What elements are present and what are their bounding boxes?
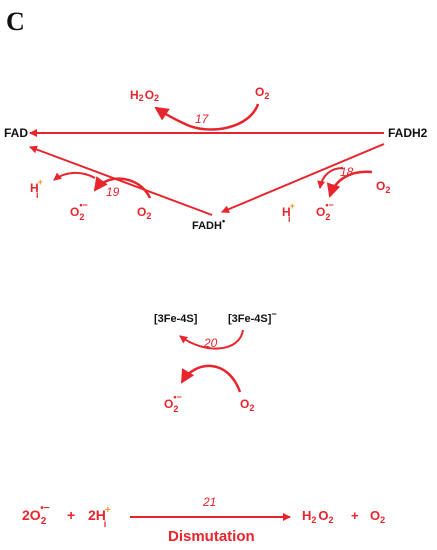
panel-label: C — [6, 7, 25, 36]
arrow-17-curve — [154, 103, 260, 131]
reaction-19-number: 19 — [106, 185, 120, 199]
o2-top-label: O2 — [255, 85, 269, 101]
plus-sign-1: + — [67, 507, 75, 523]
arrow-20-electron-curve — [179, 329, 244, 350]
o2-right-label: O2 — [376, 179, 390, 195]
arrow-19-proton-curve — [53, 172, 96, 181]
proton-right-label: H+i — [282, 201, 295, 224]
fe-s-reduced-label: [3Fe-4S]− — [228, 309, 277, 325]
proton-2-label: 2H+i — [88, 505, 111, 529]
dismutation-label: Dismutation — [168, 528, 255, 545]
o2-middle-label: O2 — [240, 397, 254, 413]
arrow-fadh2-to-fadh — [221, 143, 385, 213]
reaction-20-number: 20 — [203, 336, 218, 350]
fadh-radical-label: FADH• — [192, 216, 225, 232]
arrow-19-superoxide-curve — [93, 176, 152, 199]
arrow-18-superoxide-curve — [326, 170, 373, 198]
fad-label: FAD — [4, 126, 28, 140]
arrow-20-superoxide-curve — [180, 364, 242, 393]
reaction-18-number: 18 — [340, 165, 354, 179]
arrow-fadh-to-fad — [29, 145, 213, 216]
o2-left-label: O2 — [137, 205, 151, 221]
reaction-21-number: 21 — [202, 495, 216, 509]
superoxide-2-label: 2O2•− — [22, 503, 50, 527]
reaction-17-number: 17 — [195, 112, 210, 126]
o2-bottom-label: O2 — [370, 508, 385, 525]
h2o2-top-label: H2O2 — [130, 88, 159, 103]
superoxide-middle-label: O2•− — [164, 392, 182, 414]
superoxide-left-label: O2•− — [70, 200, 88, 222]
fadh2-label: FADH2 — [388, 126, 428, 140]
superoxide-right-label: O2•− — [316, 200, 334, 222]
proton-left-label: H+i — [30, 177, 43, 200]
plus-sign-2: + — [351, 508, 359, 523]
arrow-18-proton-curve — [317, 167, 344, 189]
fe-s-oxidized-label: [3Fe-4S] — [154, 313, 198, 325]
